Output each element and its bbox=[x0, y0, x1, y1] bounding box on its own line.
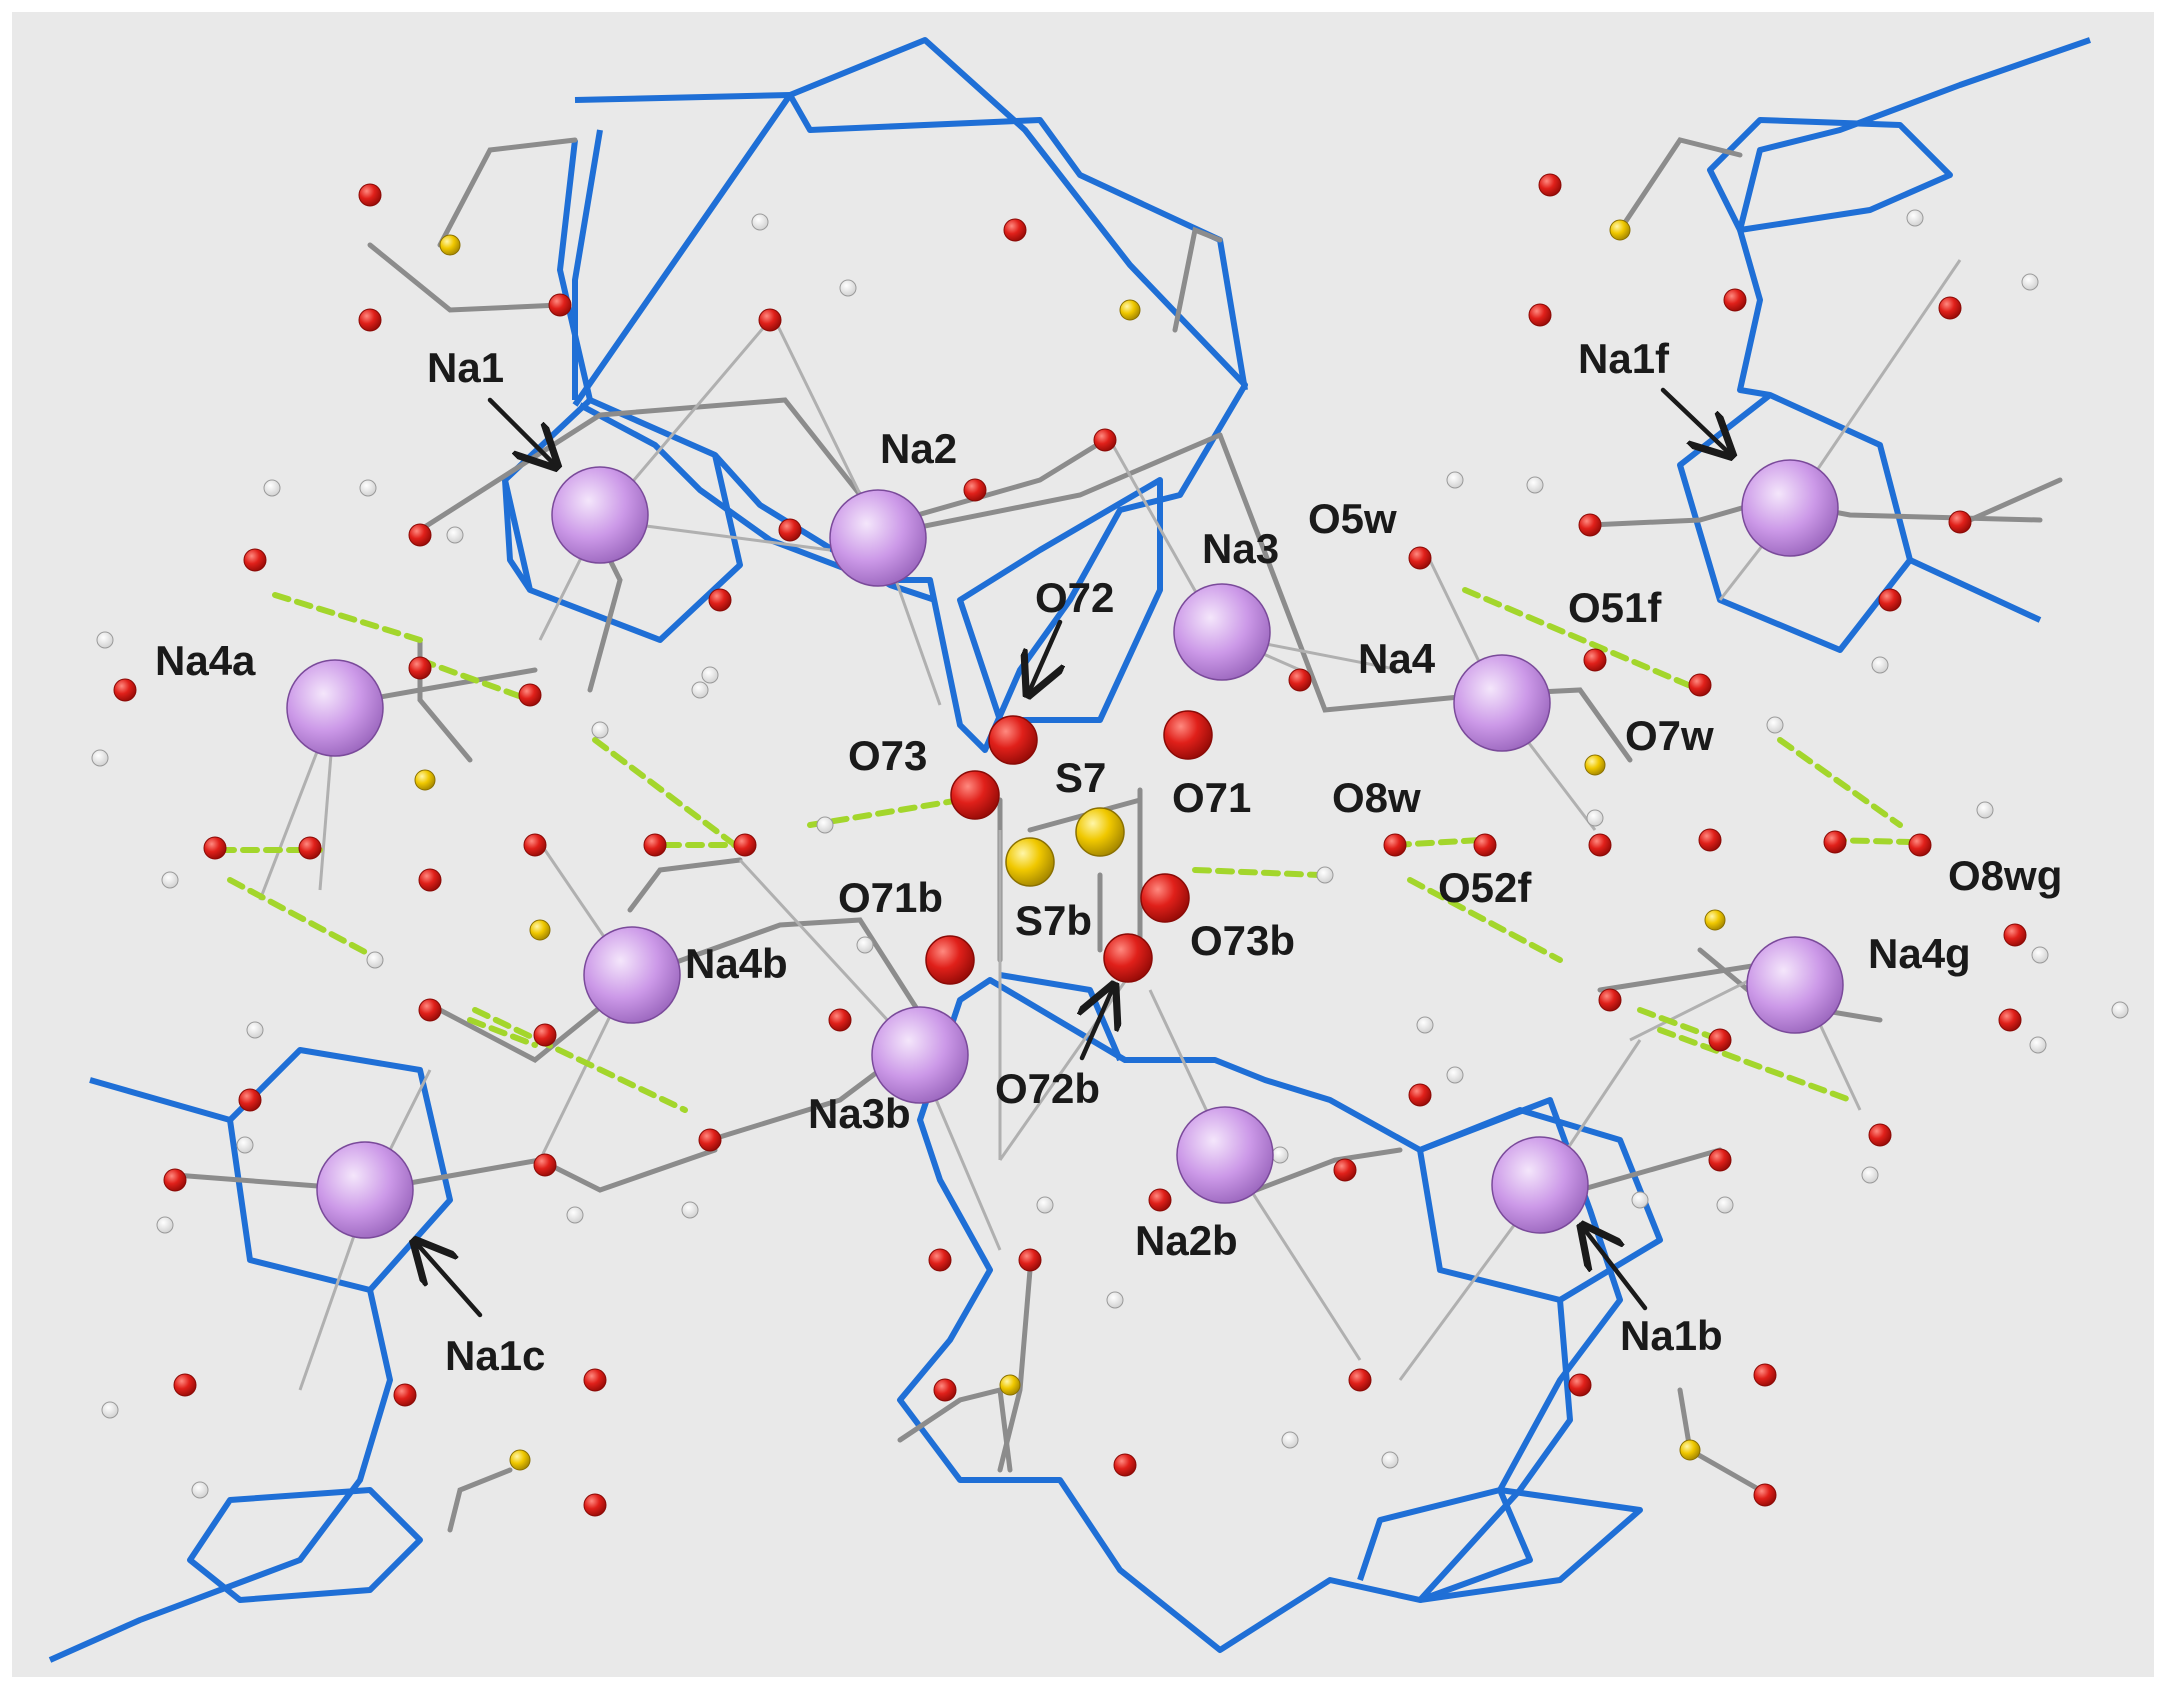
o71-atom bbox=[1163, 710, 1213, 760]
label-na1b: Na1b bbox=[1620, 1312, 1723, 1359]
label-na1: Na1 bbox=[427, 344, 504, 391]
atom-labels: Na1 Na2 Na3 O5w O72 Na4 O51f Na4a O73 S7… bbox=[155, 335, 2062, 1379]
na3b-atom bbox=[871, 1006, 969, 1104]
label-s7b: S7b bbox=[1015, 897, 1092, 944]
top-macrocycle bbox=[572, 37, 1248, 753]
sulfur-atoms bbox=[1005, 807, 1125, 887]
na2-atom bbox=[829, 489, 927, 587]
label-na3: Na3 bbox=[1202, 525, 1279, 572]
bottom-left-aryl bbox=[187, 1487, 423, 1603]
o73b-atom bbox=[1140, 873, 1190, 923]
ring-na2-link bbox=[712, 452, 936, 603]
bottom-right-aryl bbox=[1357, 1487, 1643, 1603]
bottom-left-chain bbox=[48, 1289, 393, 1663]
o72-atom bbox=[988, 715, 1038, 765]
top-left-arc bbox=[557, 139, 593, 401]
label-o72b: O72b bbox=[995, 1065, 1100, 1112]
arrow-na1c bbox=[418, 1245, 483, 1318]
o71b-atom bbox=[925, 935, 975, 985]
left-chain bbox=[89, 1077, 231, 1123]
label-na3b: Na3b bbox=[808, 1090, 911, 1137]
label-arrows bbox=[418, 387, 1728, 1318]
right-down-chain-2 bbox=[1908, 557, 2042, 623]
s7b-atom bbox=[1005, 837, 1055, 887]
label-o71b: O71b bbox=[838, 874, 943, 921]
na1b-atom bbox=[1491, 1136, 1589, 1234]
arrow-na1f bbox=[1660, 387, 1728, 452]
arrow-o72b bbox=[1082, 990, 1112, 1061]
na1-atom bbox=[551, 466, 649, 564]
ring-na1c bbox=[227, 1047, 453, 1293]
na4a-atom bbox=[286, 659, 384, 757]
na2b-atom bbox=[1176, 1106, 1274, 1204]
label-o73b: O73b bbox=[1190, 917, 1295, 964]
arrow-na1b bbox=[1585, 1230, 1648, 1311]
label-o7w: O7w bbox=[1625, 712, 1714, 759]
ligand-framework bbox=[48, 37, 2091, 1663]
label-na1c: Na1c bbox=[445, 1332, 545, 1379]
na4g-atom bbox=[1746, 936, 1844, 1034]
label-o73: O73 bbox=[848, 732, 927, 779]
label-na4g: Na4g bbox=[1868, 930, 1971, 977]
small-atoms bbox=[91, 173, 2129, 1517]
oxygen-atoms-small bbox=[113, 173, 2027, 1517]
label-na1f: Na1f bbox=[1578, 335, 1670, 382]
label-o51f: O51f bbox=[1568, 584, 1662, 631]
na4-atom bbox=[1453, 654, 1551, 752]
label-o8wg: O8wg bbox=[1948, 852, 2062, 899]
na1f-atom bbox=[1741, 459, 1839, 557]
right-down-chain bbox=[1737, 229, 1771, 398]
hydrogen-atoms bbox=[91, 209, 2129, 1499]
label-o52f: O52f bbox=[1438, 864, 1532, 911]
sulfur-atoms-small bbox=[414, 219, 1726, 1471]
right-aryl-ring bbox=[1707, 117, 1953, 233]
label-na2b: Na2b bbox=[1135, 1217, 1238, 1264]
label-o71: O71 bbox=[1172, 774, 1251, 821]
label-na4: Na4 bbox=[1358, 635, 1436, 682]
o72b-atom bbox=[1103, 933, 1153, 983]
o73-atom bbox=[950, 770, 1000, 820]
sodium-atoms bbox=[286, 459, 1844, 1239]
top-ring-2 bbox=[572, 129, 603, 400]
sulfate-oxygens bbox=[925, 710, 1213, 985]
bottom-right-chain bbox=[1417, 1299, 1573, 1603]
top-right-chain bbox=[1737, 37, 2091, 231]
label-s7: S7 bbox=[1055, 754, 1106, 801]
s7-atom bbox=[1075, 807, 1125, 857]
ring-na1b bbox=[1417, 1107, 1663, 1303]
label-na4b: Na4b bbox=[685, 940, 788, 987]
label-na2: Na2 bbox=[880, 425, 957, 472]
na1c-atom bbox=[316, 1141, 414, 1239]
label-o8w: O8w bbox=[1332, 774, 1421, 821]
label-na4a: Na4a bbox=[155, 637, 256, 684]
arrow-na1 bbox=[487, 397, 553, 463]
na4b-atom bbox=[583, 926, 681, 1024]
arrow-o72 bbox=[1030, 619, 1060, 690]
label-o72: O72 bbox=[1035, 574, 1114, 621]
hydrogen-bonds bbox=[217, 587, 1913, 1113]
na3-atom bbox=[1173, 583, 1271, 681]
na1-ring-extra bbox=[502, 479, 533, 592]
label-o5w: O5w bbox=[1308, 495, 1397, 542]
